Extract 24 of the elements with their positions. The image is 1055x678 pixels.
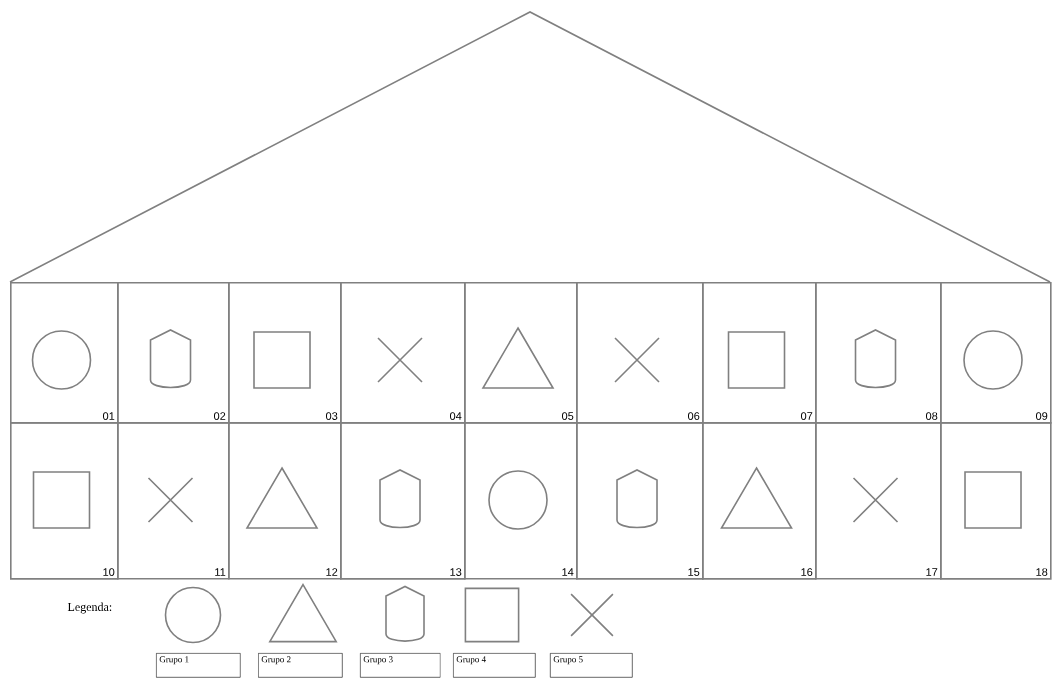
grid-cell: 06 — [576, 282, 704, 424]
grid-cell: 08 — [815, 282, 942, 424]
grid-cell: 15 — [576, 422, 704, 580]
grid-cell: 14 — [464, 422, 578, 580]
grid-cell: 12 — [228, 422, 342, 580]
grid-cell: 13 — [340, 422, 466, 580]
grid-cell: 02 — [117, 282, 230, 424]
grid-cell: 10 — [10, 422, 119, 580]
grid-cell: 07 — [702, 282, 817, 424]
grid-cell: 16 — [702, 422, 817, 580]
grid-cell: 18 — [940, 422, 1052, 580]
legend-heading: Legenda: — [67, 602, 112, 614]
legend-label: Grupo 2 — [258, 653, 343, 678]
grid-cell: 09 — [940, 282, 1052, 424]
grid-cell: 11 — [117, 422, 230, 580]
legend-label: Grupo 3 — [360, 653, 441, 678]
grid-cell: 01 — [10, 282, 119, 424]
legend-label: Grupo 1 — [156, 653, 241, 678]
legend-label: Grupo 5 — [550, 653, 633, 678]
grid-cell: 03 — [228, 282, 342, 424]
grid-cell: 17 — [815, 422, 942, 580]
grid-cell: 04 — [340, 282, 466, 424]
grid-cell: 05 — [464, 282, 578, 424]
legend-label: Grupo 4 — [453, 653, 536, 678]
